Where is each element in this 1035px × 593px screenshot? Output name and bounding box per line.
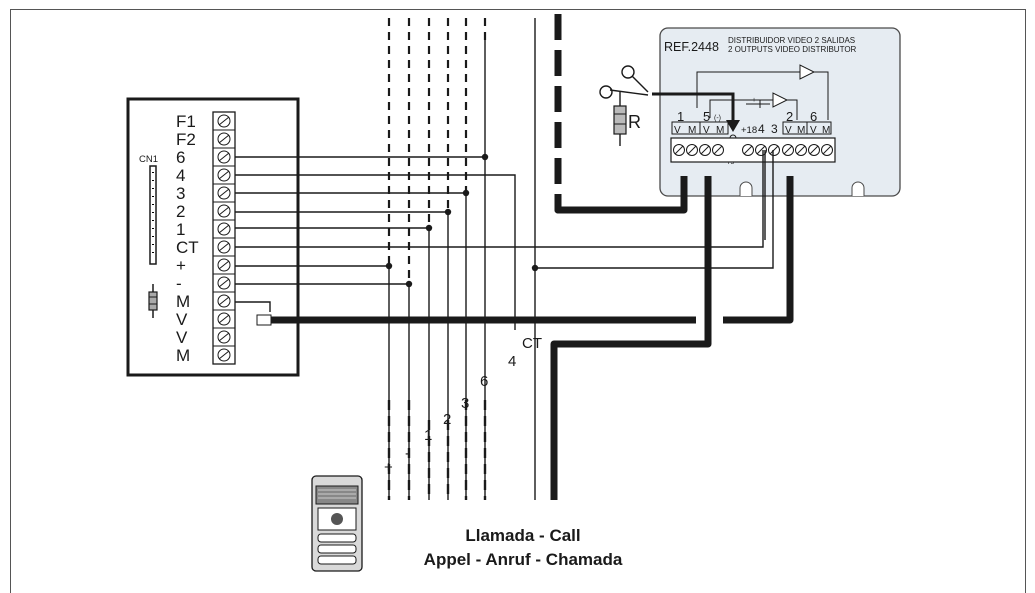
resistor-label: R (628, 112, 641, 132)
signal-wires (235, 150, 774, 330)
terminal-label: CT (176, 238, 199, 257)
terminal-row: 3 (176, 183, 235, 203)
bus-solid (388, 18, 536, 500)
group-label-6: 6 (810, 109, 817, 124)
connector-label: CN1 (139, 154, 158, 165)
term-label-m4: M (822, 125, 830, 136)
cn1-strip (149, 165, 157, 265)
svg-text:+: + (752, 97, 756, 104)
terminal-row: 4 (176, 165, 235, 185)
distributor-screws (673, 144, 833, 156)
terminal-label: V (176, 310, 188, 329)
junction-dots (385, 153, 539, 288)
term-label-m1: M (688, 125, 696, 136)
mount-notch-left (739, 181, 753, 196)
distributor-ref: REF.2448 (664, 40, 719, 54)
video-distributor: REF.2448 DISTRIBUIDOR VIDEO 2 SALIDAS 2 … (659, 27, 901, 197)
terminal-label: 1 (176, 220, 185, 239)
term-label-v3: V (785, 125, 792, 136)
terminal-row: CT (176, 237, 235, 257)
terminal-row: V (176, 309, 235, 329)
terminal-row: 1 (176, 219, 235, 239)
caption-line-1: Llamada - Call (465, 526, 580, 545)
terminal-label: 4 (176, 166, 185, 185)
resistor-r-icon (613, 92, 627, 146)
group-outlines (671, 121, 832, 135)
group-label-1: 1 (677, 109, 684, 124)
outer-frame (10, 9, 1026, 593)
wire-label-3: 3 (461, 395, 469, 412)
coax-connector (256, 314, 272, 326)
terminal-row: 6 (176, 147, 235, 167)
terminal-label: + (176, 256, 186, 275)
group-label-5: 5 (703, 109, 710, 124)
terminal-row: - (176, 273, 235, 293)
terminal-label: 3 (176, 184, 185, 203)
terminal-label: F2 (176, 130, 196, 149)
term-label-m2: M (716, 125, 724, 136)
wire-label-ct: CT (522, 335, 542, 352)
coax-cables (270, 14, 794, 500)
terminal-row: F2 (176, 129, 235, 149)
panel-resistor-icon (148, 284, 158, 318)
wire-labels: + - 1 2 3 6 4 CT (384, 335, 542, 476)
term-label-18: +18 (741, 125, 757, 136)
group-label-2: 2 (786, 109, 793, 124)
terminal-row: 2 (176, 201, 235, 221)
term-label-v4: V (810, 125, 817, 136)
distributor-title-en: 2 OUTPUTS VIDEO DISTRIBUTOR (728, 45, 857, 54)
scissors-icon (599, 65, 649, 99)
wire-label-1: 1 (424, 427, 432, 444)
wire-label-6: 6 (480, 373, 488, 390)
bus-dashed-bottom (387, 400, 487, 500)
terminal-label: - (176, 274, 182, 293)
caption-line-2: Appel - Anruf - Chamada (424, 550, 623, 569)
term-label-m3: M (797, 125, 805, 136)
term-label-4: 4 (758, 122, 765, 136)
terminal-label: V (176, 328, 188, 347)
terminal-label: 6 (176, 148, 185, 167)
terminal-row: + (176, 255, 235, 275)
term-label-3: 3 (771, 122, 778, 136)
term-label-v1: V (674, 125, 681, 136)
wire-label-plus: + (384, 459, 393, 476)
wire-label-2: 2 (443, 411, 451, 428)
terminal-label: 2 (176, 202, 185, 221)
terminal-row: M (176, 345, 235, 365)
arrow-icon (652, 92, 740, 132)
terminal-row: F1 (176, 112, 231, 131)
terminal-row: V (176, 327, 235, 347)
wire-label-minus: - (405, 445, 410, 462)
wire-label-4: 4 (508, 353, 516, 370)
terminal-label: M (176, 346, 190, 365)
distributor-title-es: DISTRIBUIDOR VIDEO 2 SALIDAS (728, 36, 855, 45)
terminal-label: M (176, 292, 190, 311)
terminal-label: F1 (176, 112, 196, 131)
amplifier-schematic (696, 64, 829, 120)
term-label-v2: V (703, 125, 710, 136)
door-panel-icon (311, 475, 363, 572)
polarity-mark: (-) (714, 115, 721, 122)
terminal-row: M (176, 291, 235, 311)
bus-dashed-top (387, 18, 487, 284)
mount-notch-right (851, 181, 865, 196)
